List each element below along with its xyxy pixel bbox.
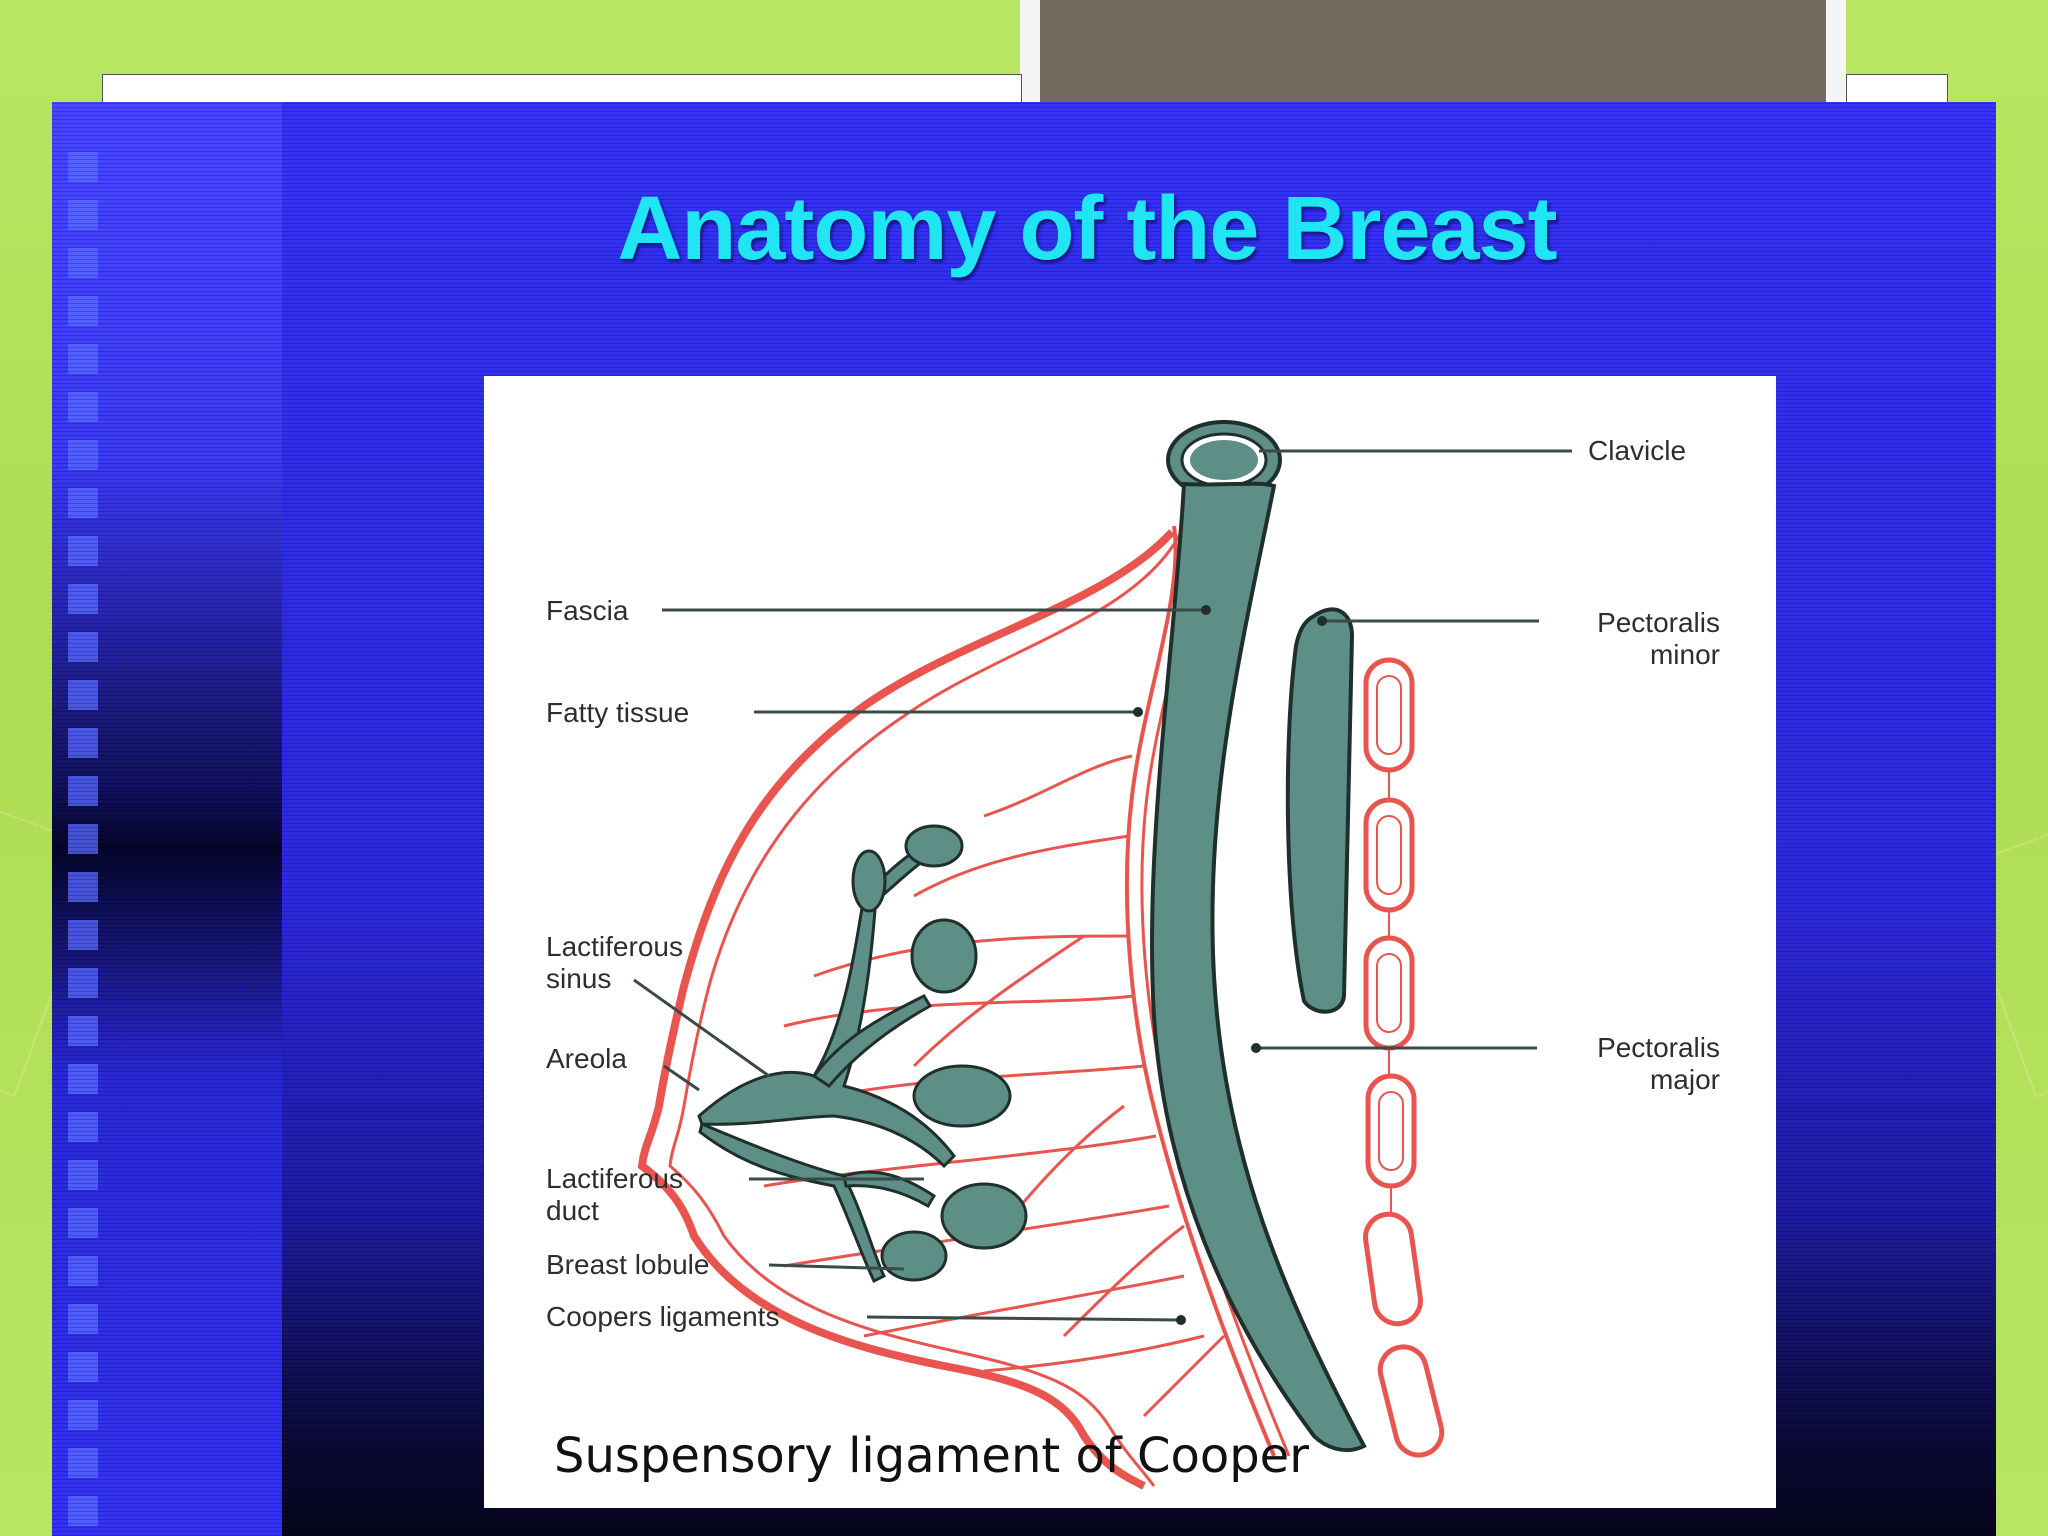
skin-contour-outer: [637, 529, 1175, 1490]
label-fascia: Fascia: [546, 595, 629, 626]
diagram-caption: Suspensory ligament of Cooper: [554, 1428, 1309, 1484]
leader-line-dots: [1133, 605, 1327, 1325]
label-pectoralis-major-2: major: [1650, 1064, 1720, 1095]
side-square-pattern: [68, 152, 102, 1532]
rib-chain-inner: [1376, 675, 1404, 1214]
pectoralis-major-muscle: [1150, 481, 1367, 1453]
label-breast-lobule: Breast lobule: [546, 1249, 709, 1280]
fascia-line-1: [1124, 525, 1276, 1457]
slide-side-panel: [52, 102, 282, 1536]
label-lactiferous-sinus-2: sinus: [546, 963, 611, 994]
label-lactiferous-duct-1: Lactiferous: [546, 1163, 683, 1194]
label-pectoralis-major-1: Pectoralis: [1597, 1032, 1720, 1063]
clavicle-marrow: [1190, 440, 1258, 480]
label-clavicle: Clavicle: [1588, 435, 1686, 466]
top-gray-tab: [1040, 0, 1826, 108]
label-pectoralis-minor-1: Pectoralis: [1597, 607, 1720, 638]
label-coopers-ligaments: Coopers ligaments: [546, 1301, 779, 1332]
slide-title: Anatomy of the Breast: [617, 179, 1557, 279]
label-leader-lines: [633, 449, 1572, 1322]
label-lactiferous-duct-2: duct: [546, 1195, 599, 1226]
breast-lobules: [851, 824, 1028, 1282]
breast-anatomy-illustration: Clavicle Fascia Fatty tissue Pectoralis …: [546, 420, 1720, 1490]
label-pectoralis-minor-2: minor: [1650, 639, 1720, 670]
rib-chain: [1363, 657, 1445, 1458]
label-fatty-tissue: Fatty tissue: [546, 697, 689, 728]
label-lactiferous-sinus-1: Lactiferous: [546, 931, 683, 962]
pectoralis-minor-muscle: [1285, 607, 1355, 1014]
label-areola: Areola: [546, 1043, 627, 1074]
skin-contour-inner: [668, 525, 1186, 1487]
anatomy-diagram: Clavicle Fascia Fatty tissue Pectoralis …: [484, 376, 1776, 1508]
